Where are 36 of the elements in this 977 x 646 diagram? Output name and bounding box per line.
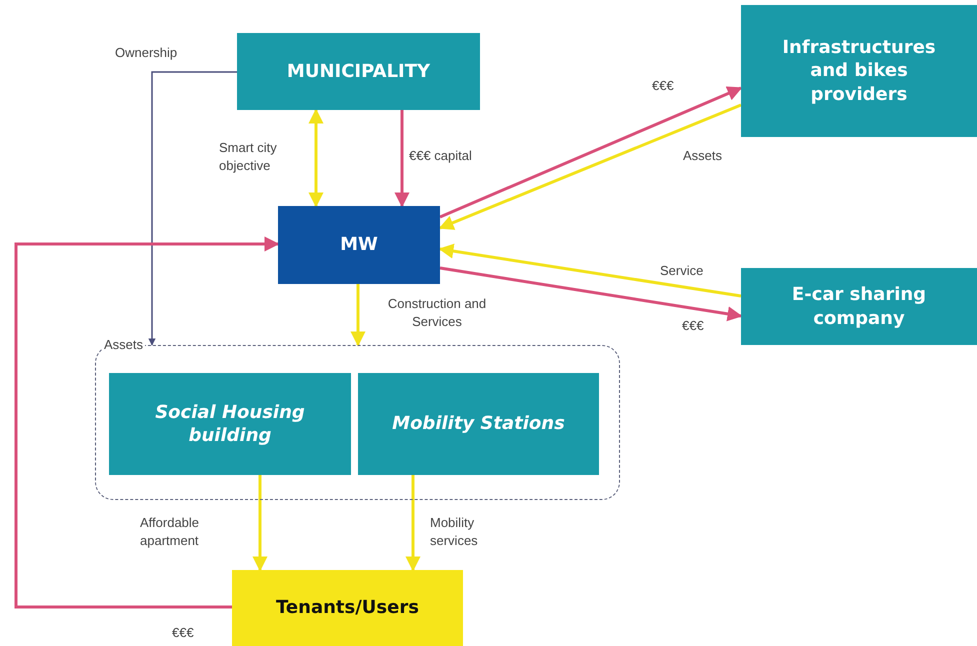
- node-label: MW: [340, 233, 378, 257]
- arrow: [350, 284, 366, 346]
- arrow: [440, 266, 742, 322]
- arrow: [394, 110, 410, 208]
- edge-label: Smart city objective: [219, 139, 278, 174]
- arrow: [252, 474, 268, 572]
- arrow: [406, 474, 420, 572]
- arrow: [148, 71, 237, 346]
- edge-label: Service: [660, 262, 704, 280]
- arrow: [14, 236, 280, 608]
- node-label: Infrastructures and bikes providers: [781, 36, 937, 106]
- node-label: E-car sharing company: [790, 283, 928, 330]
- edge-label: €€€: [652, 77, 674, 95]
- edge-label: €€€: [172, 624, 194, 642]
- edge-label: €€€ capital: [409, 147, 472, 165]
- process-box: [741, 268, 977, 345]
- process-box: [232, 570, 463, 646]
- node-label: Tenants/Users: [276, 596, 419, 620]
- edge-label: Ownership: [115, 44, 178, 62]
- edge-label: €€€: [682, 317, 704, 335]
- process-box: [237, 33, 480, 110]
- process-box: [741, 5, 977, 137]
- arrow: [438, 244, 742, 298]
- arrow: [439, 86, 742, 218]
- edge-label: Construction and Services: [386, 295, 488, 330]
- process-box: [109, 373, 351, 475]
- edge-label: Mobility services: [430, 514, 479, 550]
- edge-label: Affordable apartment: [140, 514, 200, 550]
- node-label: MUNICIPALITY: [286, 60, 430, 84]
- process-box: [358, 373, 599, 475]
- edge-label: Assets: [683, 147, 722, 165]
- node-label: Social Housing building: [154, 400, 306, 448]
- process-box: [278, 206, 440, 284]
- node-label: Mobility Stations: [392, 412, 565, 436]
- arrow: [308, 108, 324, 208]
- arrow: [438, 104, 742, 230]
